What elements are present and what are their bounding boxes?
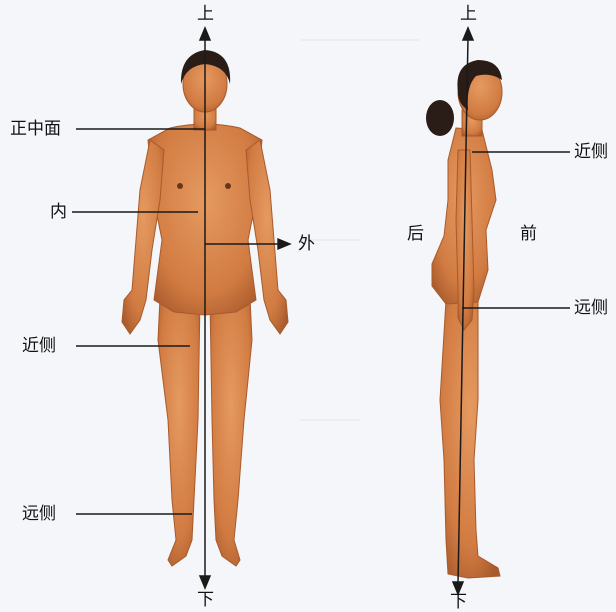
posterior-label: 后 (407, 226, 424, 243)
anterior-label: 前 (520, 226, 537, 243)
front-proximal-label: 近侧 (22, 338, 56, 355)
front-top-label: 上 (197, 6, 214, 23)
front-bottom-label: 下 (197, 592, 214, 609)
medial-label: 内 (50, 204, 67, 221)
lateral-label: 外 (298, 236, 315, 253)
midsagittal-label: 正中面 (10, 121, 61, 138)
side-top-label: 上 (460, 6, 477, 23)
side-figure (432, 64, 502, 578)
lateral-arrowhead (278, 239, 290, 249)
side-bottom-label: 下 (450, 594, 467, 611)
side-distal-label: 远侧 (574, 300, 608, 317)
side-leg (440, 300, 500, 578)
side-proximal-label: 近侧 (574, 144, 608, 161)
front-right-arm (246, 140, 288, 334)
front-right-leg (210, 298, 252, 566)
front-left-arm (122, 140, 164, 334)
background-grid (300, 40, 420, 420)
front-left-leg (158, 298, 200, 566)
side-hair-bun (426, 100, 454, 136)
front-distal-label: 远侧 (22, 506, 56, 523)
